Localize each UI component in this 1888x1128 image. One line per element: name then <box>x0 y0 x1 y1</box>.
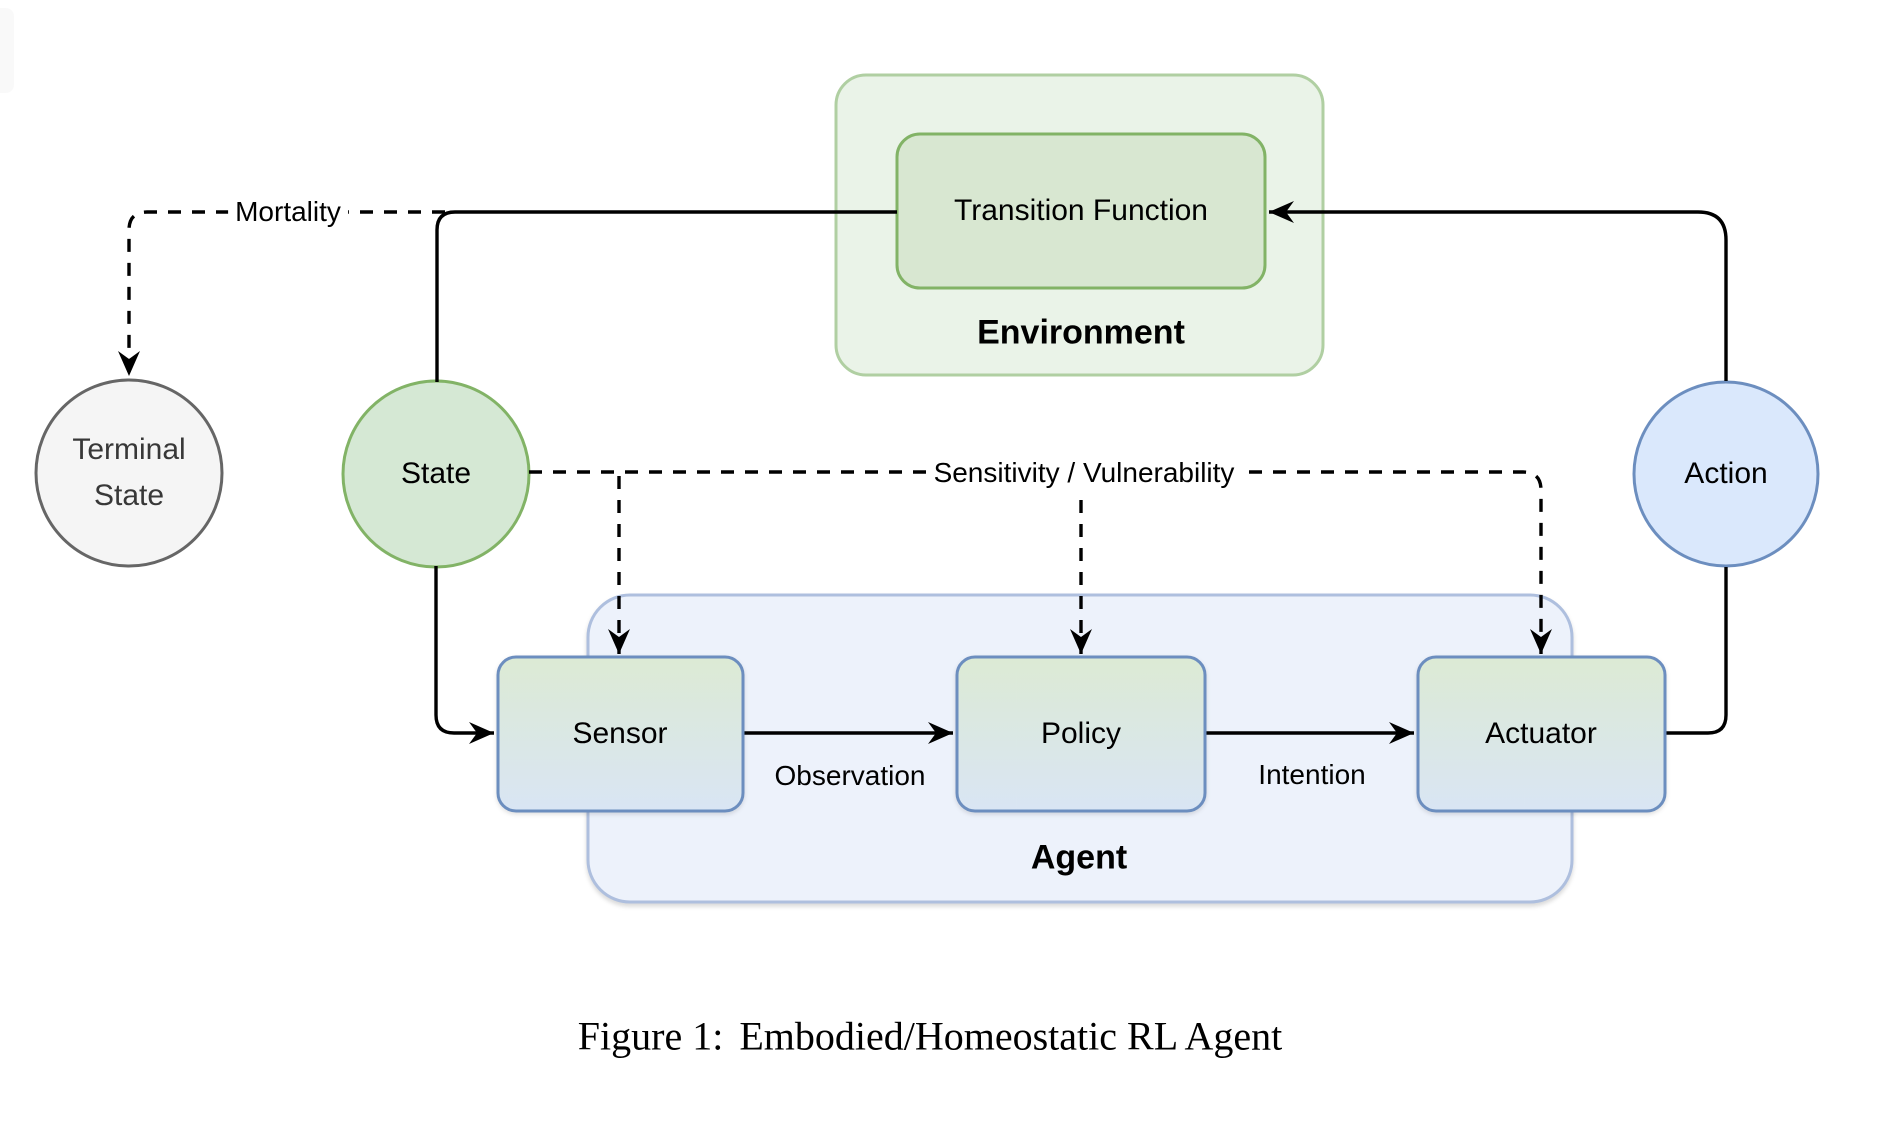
terminal-state-label-line1: Terminal <box>72 433 186 466</box>
edge-action-to-transition <box>1269 201 1728 381</box>
terminal-state-circle <box>34 378 224 568</box>
policy-box <box>955 655 1207 813</box>
figure-caption-number: Figure 1: <box>577 1013 724 1059</box>
edge-actuator-to-action <box>1665 567 1728 735</box>
state-label: State <box>400 457 472 490</box>
terminal-state-label-line2: State <box>93 479 165 512</box>
edge-state-to-sensor <box>434 566 494 744</box>
action-circle <box>1632 380 1820 568</box>
sensor-label: Sensor <box>572 717 668 750</box>
figure-caption: Figure 1: Embodied/Homeostatic RL Agent <box>578 1013 1282 1060</box>
action-label: Action <box>1684 457 1768 490</box>
actuator-label: Actuator <box>1485 717 1597 750</box>
transition-function-label: Transition Function <box>953 194 1209 227</box>
terminal-state-label: Terminal State <box>72 427 185 519</box>
sensor-box <box>496 655 745 813</box>
figure-caption-text: Embodied/Homeostatic RL Agent <box>739 1013 1283 1059</box>
actuator-box <box>1416 655 1667 813</box>
sensitivity-edge-label: Sensitivity / Vulnerability <box>926 456 1242 490</box>
edge-mortality <box>118 210 445 376</box>
agent-label: Agent <box>1030 838 1128 877</box>
observation-edge-label: Observation <box>774 760 926 792</box>
mortality-edge-label: Mortality <box>228 195 348 229</box>
policy-label: Policy <box>1040 717 1122 750</box>
intention-edge-label: Intention <box>1258 759 1366 791</box>
edge-sensitivity-to-actuator <box>529 470 1552 654</box>
edge-transition-to-state <box>435 210 897 382</box>
environment-label: Environment <box>977 313 1185 352</box>
